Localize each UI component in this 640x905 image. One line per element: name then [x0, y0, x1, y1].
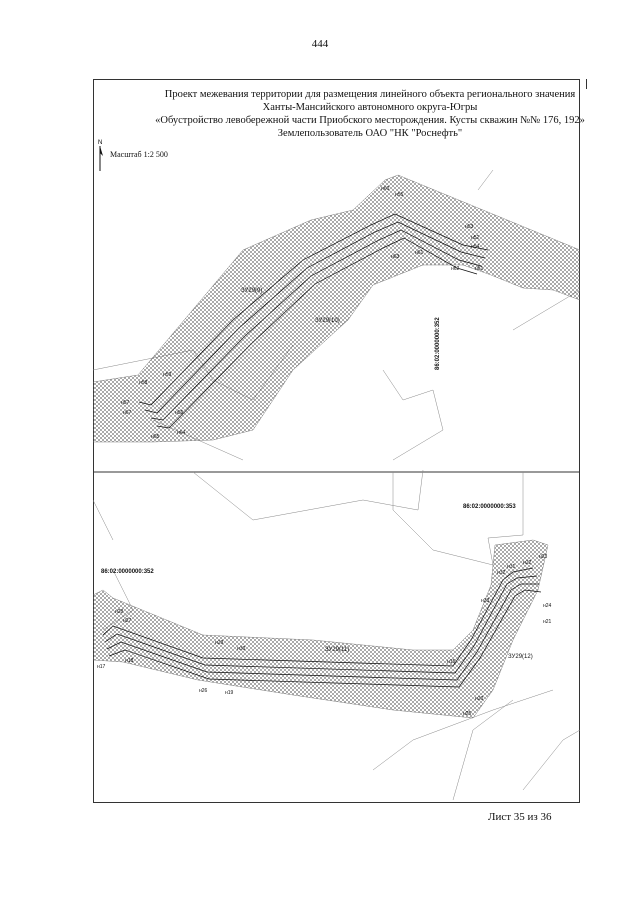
point-label: н52 [471, 235, 480, 241]
corridor-bottom [102, 567, 542, 688]
point-label: н64 [177, 430, 186, 436]
point-label: н32 [497, 570, 506, 576]
point-label: н55 [395, 192, 404, 198]
scale-label: Масштаб 1:2 500 [110, 150, 168, 159]
point-label: н17 [97, 664, 106, 670]
title-line-1: Проект межевания территории для размещен… [164, 89, 576, 100]
point-label: н19 [225, 690, 234, 696]
sheet-number: Лист 35 из 36 [488, 811, 552, 823]
point-label: н27 [123, 618, 132, 624]
point-label: н26 [199, 688, 208, 694]
point-label: н15 [447, 659, 456, 665]
zone-label-zu29-11: ЗУ29(11) [325, 647, 349, 653]
map-bottom: 86:02:0000000:353 86:02:0000000:352 ЗУ29… [93, 469, 580, 800]
point-label: н24 [543, 603, 552, 609]
point-label: н60 [381, 186, 390, 192]
page-number: 444 [311, 38, 329, 50]
point-label: н22 [523, 560, 532, 566]
title-line-4: Землепользователь ОАО "НК "Роснефть" [277, 128, 463, 139]
point-label: н18 [125, 658, 134, 664]
point-label: н23 [539, 554, 548, 560]
map-top: ЗУ29(9) ЗУ29(10) 86:02:0000000:352 н60 н… [93, 170, 580, 461]
point-label: н53 [465, 224, 474, 230]
point-label: н63 [391, 254, 400, 260]
point-label: н67 [123, 410, 132, 416]
zone-label-zu29-9: ЗУ29(9) [241, 288, 262, 294]
title-line-3: «Обустройство левобережной части Приобск… [155, 115, 585, 126]
point-label: н57 [121, 400, 130, 406]
point-label: н28 [115, 609, 124, 615]
map-sheet: ЗУ29(9) ЗУ29(10) 86:02:0000000:352 н60 н… [93, 170, 580, 800]
cadastral-label-353: 86:02:0000000:353 [463, 504, 516, 510]
point-label: н54 [471, 244, 480, 250]
point-label: н29 [215, 640, 224, 646]
point-label: н20 [475, 696, 484, 702]
point-label: н65 [151, 434, 160, 440]
hatched-zone-top [93, 174, 580, 443]
zone-label-zu29-12: ЗУ29(12) [508, 654, 533, 660]
point-label: н58 [139, 380, 148, 386]
north-arrow-icon: N [98, 140, 103, 171]
zone-label-zu29-10: ЗУ29(10) [315, 318, 340, 324]
point-label: н51 [475, 266, 484, 272]
point-label: н33 [481, 598, 490, 604]
hatched-zone-bottom [93, 539, 549, 719]
point-label: н62 [451, 266, 460, 272]
cadastral-label-352-top: 86:02:0000000:352 [435, 317, 441, 370]
corridor-top [138, 213, 489, 429]
cadastral-label-352-bottom: 86:02:0000000:352 [101, 569, 154, 575]
document-title: Проект межевания территории для размещен… [120, 88, 620, 140]
point-label: н59 [163, 372, 172, 378]
north-label: N [98, 140, 102, 146]
point-label: н25 [463, 711, 472, 717]
frame-corner-mark [586, 79, 593, 89]
point-label: н56 [175, 410, 184, 416]
title-line-2: Ханты-Мансийского автономного округа-Югр… [262, 102, 478, 113]
point-label: н31 [507, 564, 516, 570]
point-label: н30 [237, 646, 246, 652]
point-label: н61 [415, 250, 424, 256]
point-label: н21 [543, 619, 552, 625]
